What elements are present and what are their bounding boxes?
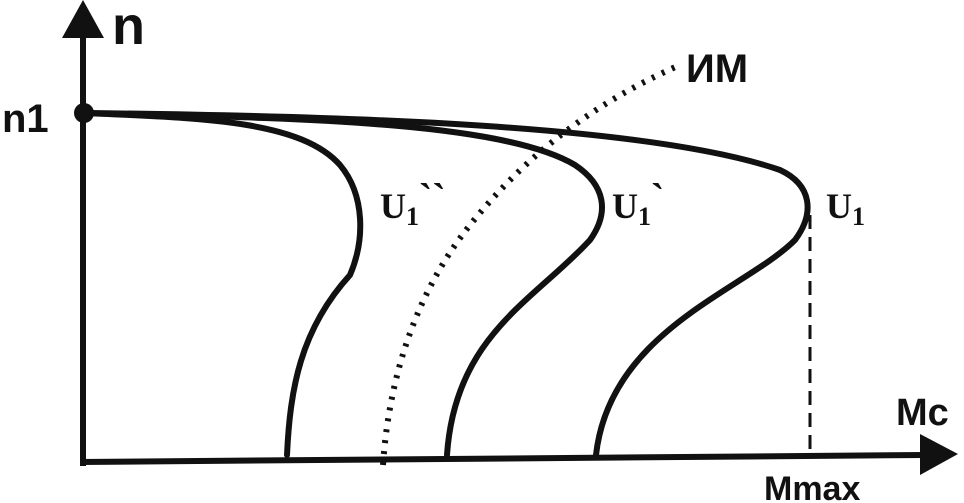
curve-label-u1: U1 [826, 186, 865, 231]
curve-label-main: U [612, 186, 638, 226]
curve-label-sub: 1 [638, 202, 651, 231]
curve-label-sub: 1 [852, 202, 865, 231]
curve-u1-double-prime [81, 110, 364, 458]
x-axis-arrow [920, 434, 958, 475]
x-axis [79, 452, 926, 465]
curve-label-u1-prime: U1` [612, 175, 664, 231]
curve-label-suffix: ` [651, 175, 664, 220]
y-axis-label: n [112, 0, 145, 56]
y-axis-arrow [62, 0, 104, 38]
curve-u1 [81, 110, 811, 458]
x-tick-mmax: Mmax [764, 470, 860, 503]
curve-label-u1-double-prime: U1`` [380, 175, 446, 231]
y-tick-n1: n1 [2, 97, 49, 141]
curve-label-sub: 1 [406, 202, 419, 231]
x-axis-label: Mc [896, 392, 949, 434]
curve-label-main: U [826, 186, 852, 226]
load-curve-label: ИМ [686, 47, 748, 91]
curve-label-suffix: `` [419, 175, 446, 220]
curve-label-main: U [380, 186, 406, 226]
